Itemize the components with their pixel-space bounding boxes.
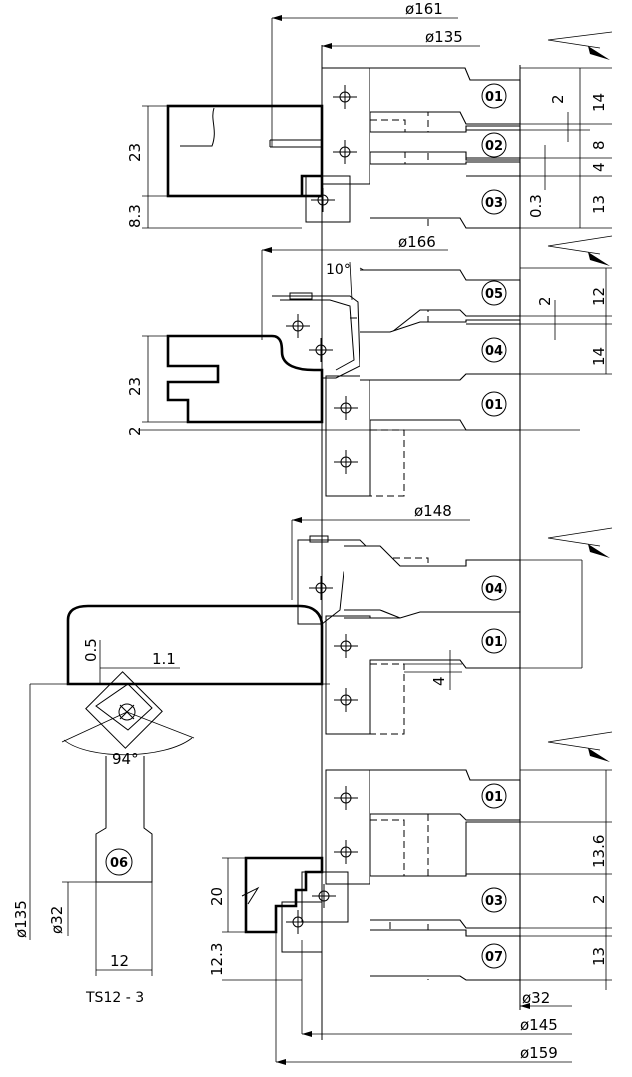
dim-2-d: 2 [590, 894, 608, 904]
section-3: ø148 0.5 1.1 04 01 4 [30, 502, 613, 735]
dim-23-b: 23 [126, 377, 144, 396]
dim-1-1: 1.1 [152, 650, 176, 668]
dim-diameter-159: ø159 [520, 1044, 558, 1062]
dim-diameter-32: ø32 [522, 989, 550, 1007]
dim-13-b: 13 [590, 947, 608, 966]
section-1: ø161 ø135 23 8.3 [126, 0, 613, 229]
dim-2-c: 2 [126, 426, 144, 436]
cutter-label: 05 [485, 287, 503, 302]
dim-diameter-32-side: ø32 [48, 906, 66, 934]
dim-4-a: 4 [590, 162, 608, 172]
dim-angle-94: 94° [112, 750, 139, 768]
cutter-label: 04 [485, 344, 503, 359]
section-2: ø166 23 2 10° 05 04 0 [126, 233, 613, 497]
cutter-label: 01 [485, 398, 503, 413]
dim-14-a: 14 [590, 93, 608, 112]
dim-diameter-161: ø161 [405, 0, 443, 18]
dim-2-a: 2 [549, 94, 567, 104]
cutter-label: 04 [485, 582, 503, 597]
dim-2-b: 2 [536, 296, 554, 306]
dim-12-width: 12 [110, 952, 129, 970]
cutter-label: 03 [485, 894, 503, 909]
dim-diameter-145: ø145 [520, 1016, 558, 1034]
dim-12: 12 [590, 287, 608, 306]
side-tool: 94° 06 12 ø135 ø32 TS12 - 3 [12, 671, 195, 1006]
cutter-label: 01 [485, 790, 503, 805]
dim-8-3: 8.3 [126, 204, 144, 228]
tool-label: 06 [110, 856, 128, 871]
dim-23-a: 23 [126, 143, 144, 162]
dim-diameter-148: ø148 [414, 502, 452, 520]
dim-8: 8 [590, 140, 608, 150]
dim-4-b: 4 [430, 676, 448, 686]
dim-14-b: 14 [590, 347, 608, 366]
dim-0-3: 0.3 [527, 194, 545, 218]
dim-13-a: 13 [590, 195, 608, 214]
dim-13-6: 13.6 [590, 835, 608, 868]
cutter-label: 01 [485, 90, 503, 105]
dim-diameter-135: ø135 [425, 28, 463, 46]
dim-diameter-166: ø166 [398, 233, 436, 251]
dim-20: 20 [208, 887, 226, 906]
section-4: 20 12.3 01 03 07 13 [208, 731, 613, 1065]
cutter-label: 01 [485, 635, 503, 650]
dim-0-5: 0.5 [82, 638, 100, 662]
dim-angle-10: 10° [326, 262, 351, 278]
title-block: TS12 - 3 [85, 990, 144, 1006]
dim-diameter-135-side: ø135 [12, 900, 30, 938]
dim-12-3: 12.3 [208, 943, 226, 976]
cutter-label: 07 [485, 950, 503, 965]
cutter-label: 03 [485, 196, 503, 211]
cutter-label: 02 [485, 139, 503, 154]
